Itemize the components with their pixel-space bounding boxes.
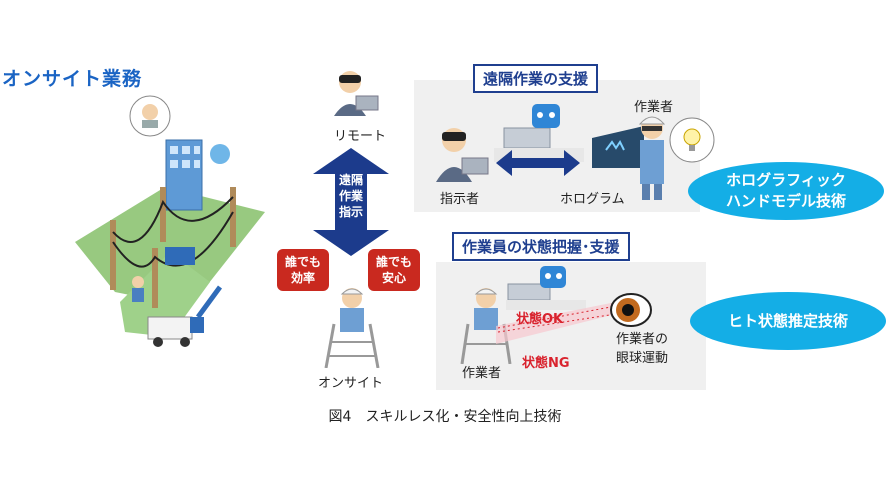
eye-icon	[610, 293, 652, 327]
arrow-label: 遠隔 作業 指示	[338, 173, 363, 219]
drone-icon	[210, 144, 230, 164]
double-arrow	[313, 148, 389, 256]
hologram-label: ホログラム	[560, 192, 625, 207]
eye-movement-label: 作業者の 眼球運動	[616, 332, 669, 366]
worker-on-ladder-icon	[460, 288, 512, 364]
truck	[147, 316, 193, 340]
state-ok-label: 状態OK	[516, 312, 564, 327]
hologram-screen	[592, 126, 644, 168]
remote-worker-label: 作業者	[634, 100, 674, 115]
utility-pole	[160, 187, 166, 242]
onsite-work-title: オンサイト業務	[2, 68, 143, 90]
state-ng-label: 状態NG	[522, 356, 570, 371]
remote-operator-icon	[334, 71, 379, 116]
onsite-label: オンサイト	[318, 376, 384, 391]
worker-with-headset-icon	[638, 116, 666, 200]
state-worker-label: 作業者	[462, 366, 502, 381]
ground-area-2	[120, 252, 210, 337]
figure-caption: 図4 スキルレス化・安全性向上技術	[328, 409, 562, 425]
onsite-illustration	[75, 95, 265, 347]
horizontal-double-arrow	[496, 150, 580, 176]
lightbulb-icon	[669, 117, 715, 163]
holographic-handmodel-tech: ホログラフィック ハンドモデル技術	[688, 162, 884, 220]
instructor-icon	[436, 128, 489, 182]
human-state-estimation-tech: ヒト状態推定技術	[690, 292, 886, 350]
efficiency-bubble: 誰でも 効率	[277, 249, 329, 291]
remote-support-title: 遠隔作業の支援	[473, 64, 599, 93]
gaze-lines	[496, 302, 617, 344]
analysis-robot-icon	[506, 266, 586, 310]
remote-label: リモート	[334, 129, 387, 144]
worker-state-title: 作業員の状態把握･支援	[452, 232, 630, 261]
utility-pole	[230, 187, 236, 247]
instructor-label: 指示者	[440, 192, 480, 207]
truck	[165, 247, 195, 265]
utility-pole	[152, 248, 158, 308]
onsite-worker-icon	[324, 288, 380, 368]
safety-bubble: 誰でも 安心	[368, 249, 420, 291]
utility-pole	[110, 220, 116, 290]
